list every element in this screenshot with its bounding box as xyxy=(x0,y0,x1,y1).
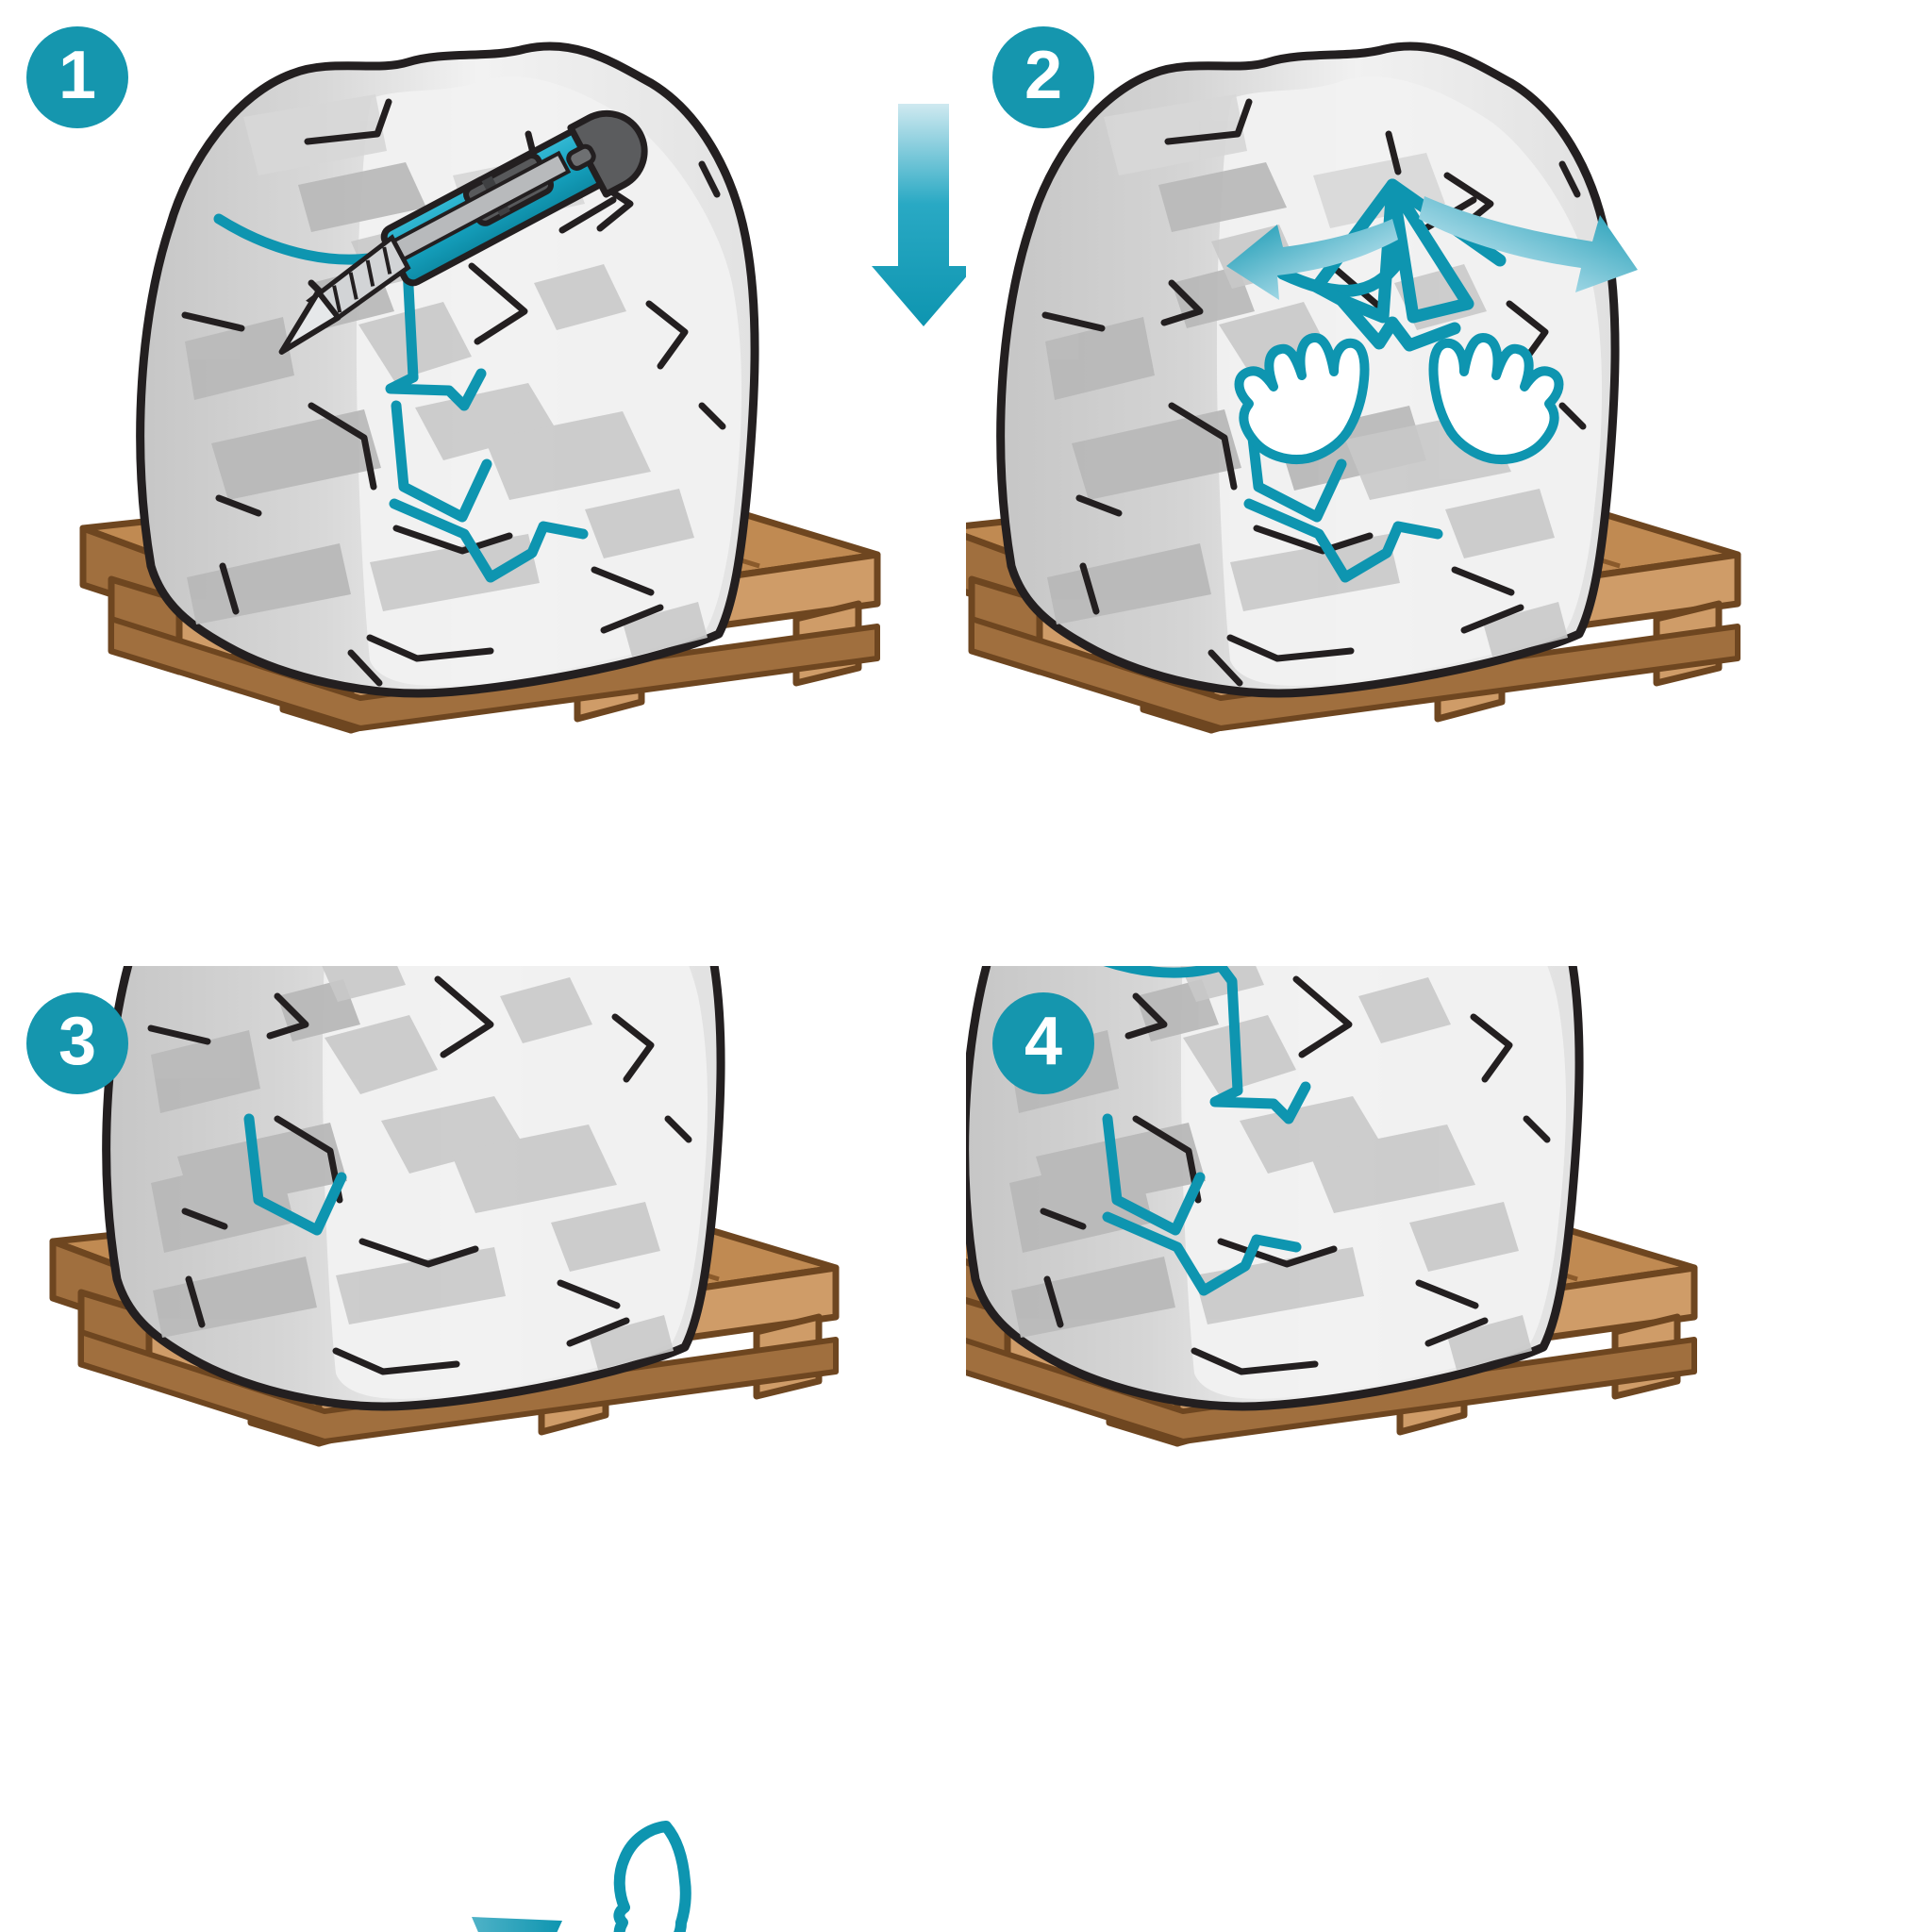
down-arrow xyxy=(872,104,966,326)
panel-step-1: 1 xyxy=(0,0,966,966)
arrow-up-right xyxy=(1419,196,1638,292)
gloved-hand-left xyxy=(1234,333,1370,464)
gloved-hand-right xyxy=(1428,333,1564,464)
step-badge-2: 2 xyxy=(992,26,1094,128)
arrow-out xyxy=(472,1917,562,1932)
bag xyxy=(136,42,759,698)
utility-knife xyxy=(278,109,648,355)
step-badge-2-label: 2 xyxy=(1024,38,1063,113)
arrow-up-left xyxy=(1226,219,1398,300)
step-badge-3: 3 xyxy=(26,992,128,1094)
step-badge-4: 4 xyxy=(992,992,1094,1094)
open-flap xyxy=(1276,178,1507,352)
panel-step-2: 2 xyxy=(966,0,1932,966)
panel-step-3: 3 xyxy=(0,966,966,1932)
step-badge-1: 1 xyxy=(26,26,128,128)
cut-line xyxy=(1102,966,1311,1296)
panel-step-4: 4 xyxy=(966,966,1932,1932)
cut-line xyxy=(243,1113,347,1236)
step-badge-3-label: 3 xyxy=(58,1004,97,1079)
step-badge-4-label: 4 xyxy=(1024,1004,1063,1079)
step-badge-1-label: 1 xyxy=(58,38,97,113)
operator-silhouette xyxy=(613,1821,691,1932)
bag xyxy=(102,966,725,1411)
